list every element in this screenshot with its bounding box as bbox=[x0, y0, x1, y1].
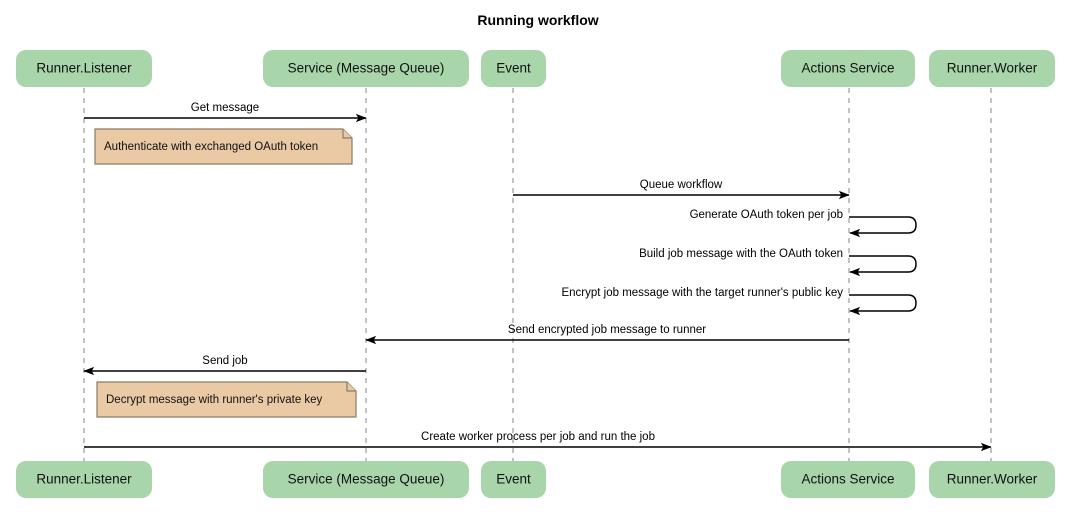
message-build-job-message-with-the-oauth-token[interactable]: Build job message with the OAuth token bbox=[639, 248, 917, 277]
message-encrypt-job-message-with-the-target-runners-public-key[interactable]: Encrypt job message with the target runn… bbox=[561, 287, 917, 316]
participant-box bbox=[16, 461, 152, 498]
notes-layer: Authenticate with exchanged OAuth tokenD… bbox=[94, 128, 357, 418]
note-label: Decrypt message with runner's private ke… bbox=[106, 394, 323, 406]
participant-label: Event bbox=[496, 61, 531, 76]
participant-box bbox=[263, 461, 469, 498]
participant-top-event[interactable]: Event bbox=[481, 50, 546, 87]
participant-bottom-runner-listener[interactable]: Runner.Listener bbox=[16, 461, 152, 498]
participant-box bbox=[781, 50, 915, 87]
participant-box bbox=[263, 50, 469, 87]
participant-box bbox=[481, 461, 546, 498]
participant-box bbox=[929, 50, 1055, 87]
note-decrypt-message-with-runners-private-key: Decrypt message with runner's private ke… bbox=[96, 381, 357, 418]
participant-bottom-runner-worker[interactable]: Runner.Worker bbox=[929, 461, 1055, 498]
note-body bbox=[94, 128, 353, 165]
note-fold-corner bbox=[342, 129, 352, 139]
message-label: Build job message with the OAuth token bbox=[639, 248, 843, 260]
participant-top-runner-listener[interactable]: Runner.Listener bbox=[16, 50, 152, 87]
message-generate-oauth-token-per-job[interactable]: Generate OAuth token per job bbox=[690, 209, 917, 238]
participant-label: Service (Message Queue) bbox=[288, 61, 445, 76]
note-body bbox=[96, 381, 357, 418]
message-label: Queue workflow bbox=[640, 179, 723, 191]
self-call-path bbox=[849, 255, 917, 277]
note-authenticate-with-exchanged-oauth-token: Authenticate with exchanged OAuth token bbox=[94, 128, 353, 165]
message-send-encrypted-job-message-to-runner[interactable]: Send encrypted job message to runner bbox=[365, 324, 849, 345]
message-label: Send encrypted job message to runner bbox=[508, 324, 706, 336]
note-fold-corner bbox=[346, 382, 356, 392]
participant-bottom-event[interactable]: Event bbox=[481, 461, 546, 498]
message-label: Generate OAuth token per job bbox=[690, 209, 843, 221]
page-title: Running workflow bbox=[477, 12, 598, 28]
participant-label: Actions Service bbox=[801, 61, 894, 76]
participant-label: Actions Service bbox=[801, 472, 894, 487]
message-label: Get message bbox=[191, 102, 259, 114]
note-label: Authenticate with exchanged OAuth token bbox=[104, 141, 318, 153]
message-get-message[interactable]: Get message bbox=[84, 102, 367, 123]
participant-box bbox=[781, 461, 915, 498]
participant-label: Service (Message Queue) bbox=[288, 472, 445, 487]
participant-box bbox=[16, 50, 152, 87]
message-create-worker-process-per-job-and-run-the-job[interactable]: Create worker process per job and run th… bbox=[84, 431, 992, 452]
participant-label: Runner.Listener bbox=[36, 472, 132, 487]
message-send-job[interactable]: Send job bbox=[83, 355, 366, 376]
participant-label: Runner.Worker bbox=[947, 61, 1038, 76]
participant-bottom-service-mq[interactable]: Service (Message Queue) bbox=[263, 461, 469, 498]
participant-box bbox=[929, 461, 1055, 498]
self-call-path bbox=[849, 294, 917, 316]
participant-box bbox=[481, 50, 546, 87]
self-call-path bbox=[849, 216, 917, 238]
lifelines-layer bbox=[83, 88, 992, 461]
message-label: Create worker process per job and run th… bbox=[421, 431, 655, 443]
participant-top-actions-service[interactable]: Actions Service bbox=[781, 50, 915, 87]
participant-bottom-actions-service[interactable]: Actions Service bbox=[781, 461, 915, 498]
message-queue-workflow[interactable]: Queue workflow bbox=[513, 179, 850, 200]
message-label: Encrypt job message with the target runn… bbox=[561, 287, 843, 299]
participant-top-service-mq[interactable]: Service (Message Queue) bbox=[263, 50, 469, 87]
participant-top-runner-worker[interactable]: Runner.Worker bbox=[929, 50, 1055, 87]
participant-label: Runner.Worker bbox=[947, 472, 1038, 487]
participant-label: Runner.Listener bbox=[36, 61, 132, 76]
participant-label: Event bbox=[496, 472, 531, 487]
message-label: Send job bbox=[202, 355, 247, 367]
